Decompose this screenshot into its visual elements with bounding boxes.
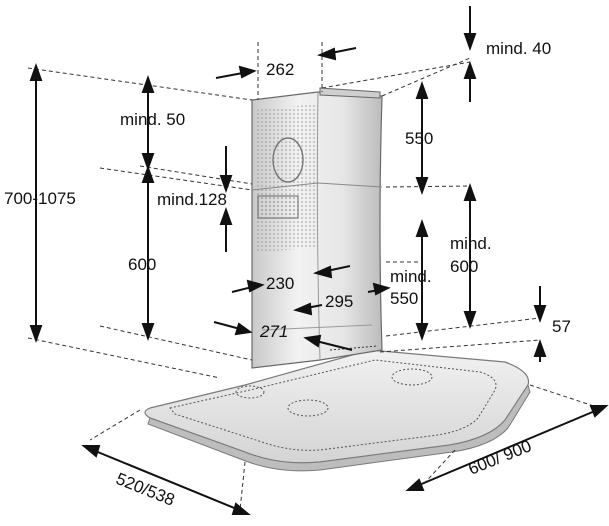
label-min-mid-gap: mind.128: [157, 190, 227, 209]
label-min-total-b-line1: mind.: [390, 267, 432, 286]
hood-chimney: [251, 87, 383, 369]
label-chimney-depth-side: 295: [325, 292, 354, 311]
label-canopy-thickness: 57: [552, 317, 571, 336]
hood-canopy: [144, 349, 531, 472]
label-min-total-a-line2: 600: [450, 257, 479, 276]
dimension-arrows: [29, 6, 609, 515]
label-min-total-a-line1: mind.: [450, 234, 492, 253]
label-chimney-width: 262: [266, 60, 295, 79]
label-lower-chimney-height: 600: [128, 255, 157, 274]
label-chimney-depth-front: 230: [266, 274, 295, 293]
label-overall-height-range: 700-1075: [4, 189, 76, 208]
label-chimney-base-width: 271: [260, 322, 289, 341]
label-min-upper-gap: mind. 50: [120, 110, 186, 129]
label-min-total-b-line2: 550: [390, 289, 419, 308]
label-min-top-clearance: mind. 40: [486, 39, 552, 58]
dimension-reference-lines: [27, 42, 601, 511]
label-upper-chimney-height: 550: [405, 129, 434, 148]
